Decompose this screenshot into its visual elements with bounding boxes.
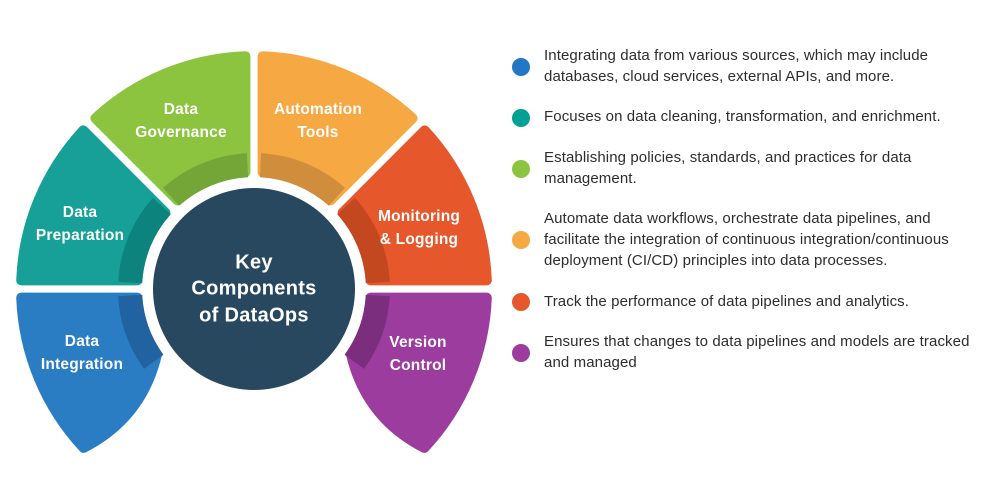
segment-data-governance bbox=[90, 51, 251, 206]
legend-dot-purple-icon bbox=[512, 343, 530, 362]
legend-dot-green-icon bbox=[512, 159, 530, 178]
segment-data-integration-bevel bbox=[118, 294, 164, 369]
label-data-governance: Data Governance bbox=[135, 100, 227, 141]
legend-dot-amber-icon bbox=[512, 231, 530, 250]
segment-automation-tools-bevel bbox=[259, 153, 345, 206]
label-data-preparation: Data Preparation bbox=[35, 203, 125, 244]
segment-monitoring-logging bbox=[337, 125, 492, 286]
label-version-control: Version Control bbox=[389, 333, 447, 374]
legend-item-monitoring-logging: Track the performance of data pipelines … bbox=[512, 292, 980, 313]
legend-dot-blue-icon bbox=[512, 57, 530, 76]
legend-text: Establishing policies, standards, and pr… bbox=[544, 149, 912, 187]
segment-version-control bbox=[344, 292, 492, 453]
segment-monitoring-logging-bevel bbox=[337, 198, 390, 284]
label-data-integration: Data Integration bbox=[40, 332, 124, 373]
legend-item-data-preparation: Focuses on data cleaning, transformation… bbox=[512, 107, 980, 128]
segment-data-preparation bbox=[16, 125, 171, 286]
center-circle bbox=[153, 188, 355, 390]
legend-item-data-governance: Establishing policies, standards, and pr… bbox=[512, 148, 980, 189]
segment-data-preparation-bevel bbox=[118, 198, 171, 284]
label-automation-tools: Automation Tools bbox=[273, 100, 363, 141]
segment-data-integration bbox=[16, 292, 164, 453]
legend-item-automation-tools: Automate data workflows, orchestrate dat… bbox=[512, 209, 980, 271]
legend-text: Integrating data from various sources, w… bbox=[544, 47, 929, 85]
legend-text: Focuses on data cleaning, transformation… bbox=[544, 108, 941, 126]
legend-item-data-integration: Integrating data from various sources, w… bbox=[512, 46, 980, 87]
label-monitoring-logging: Monitoring & Logging bbox=[377, 207, 461, 248]
legend-dot-teal-icon bbox=[512, 108, 530, 127]
segment-version-control-bevel bbox=[344, 294, 390, 369]
legend-text: Track the performance of data pipelines … bbox=[544, 292, 910, 310]
center-title: Key Components of DataOps bbox=[191, 251, 317, 327]
legend-dot-red-icon bbox=[512, 292, 530, 311]
dataops-wheel: Data Governance Automation Tools Data Pr… bbox=[16, 51, 492, 453]
legend-text: Ensures that changes to data pipelines a… bbox=[544, 333, 970, 371]
legend-item-version-control: Ensures that changes to data pipelines a… bbox=[512, 332, 980, 373]
wheel-svg bbox=[16, 51, 492, 453]
segment-automation-tools bbox=[257, 51, 418, 206]
legend: Integrating data from various sources, w… bbox=[512, 46, 980, 374]
segment-data-governance-bevel bbox=[163, 153, 249, 206]
legend-text: Automate data workflows, orchestrate dat… bbox=[544, 210, 949, 269]
